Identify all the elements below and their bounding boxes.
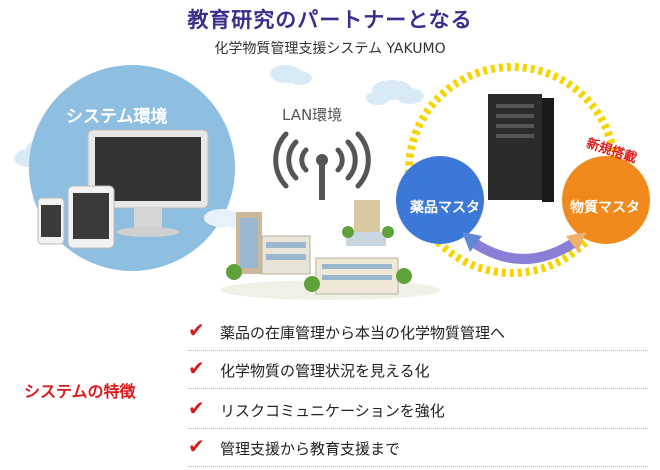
checkmark-icon: ✔ bbox=[188, 318, 205, 342]
feature-text: リスクコミュニケーションを強化 bbox=[220, 400, 445, 421]
feature-item: ✔ 化学物質の管理状況を見える化 bbox=[188, 350, 648, 389]
smartphone-icon bbox=[38, 198, 64, 244]
checkmark-icon: ✔ bbox=[188, 396, 205, 420]
server-icon bbox=[488, 94, 554, 202]
feature-item: ✔ 薬品の在庫管理から本当の化学物質管理へ bbox=[188, 312, 648, 351]
tablet-icon bbox=[68, 186, 114, 248]
feature-item: ✔ リスクコミュニケーションを強化 bbox=[188, 390, 648, 429]
feature-item: ✔ 管理支援から教育支援まで bbox=[188, 428, 648, 467]
busshitsu-master-label: 物質マスタ bbox=[570, 197, 640, 217]
cloud-icon bbox=[366, 80, 424, 105]
feature-text: 管理支援から教育支援まで bbox=[220, 438, 400, 459]
features-title: システムの特徴 bbox=[24, 378, 136, 402]
yakuhin-master-label: 薬品マスタ bbox=[410, 197, 480, 217]
feature-text: 化学物質の管理状況を見える化 bbox=[220, 360, 430, 381]
lan-environment-label: LAN環境 bbox=[282, 104, 342, 125]
checkmark-icon: ✔ bbox=[188, 434, 205, 458]
feature-text: 薬品の在庫管理から本当の化学物質管理へ bbox=[220, 322, 505, 343]
system-environment-label: システム環境 bbox=[66, 102, 168, 127]
cloud-icon bbox=[270, 65, 312, 85]
checkmark-icon: ✔ bbox=[188, 356, 205, 380]
